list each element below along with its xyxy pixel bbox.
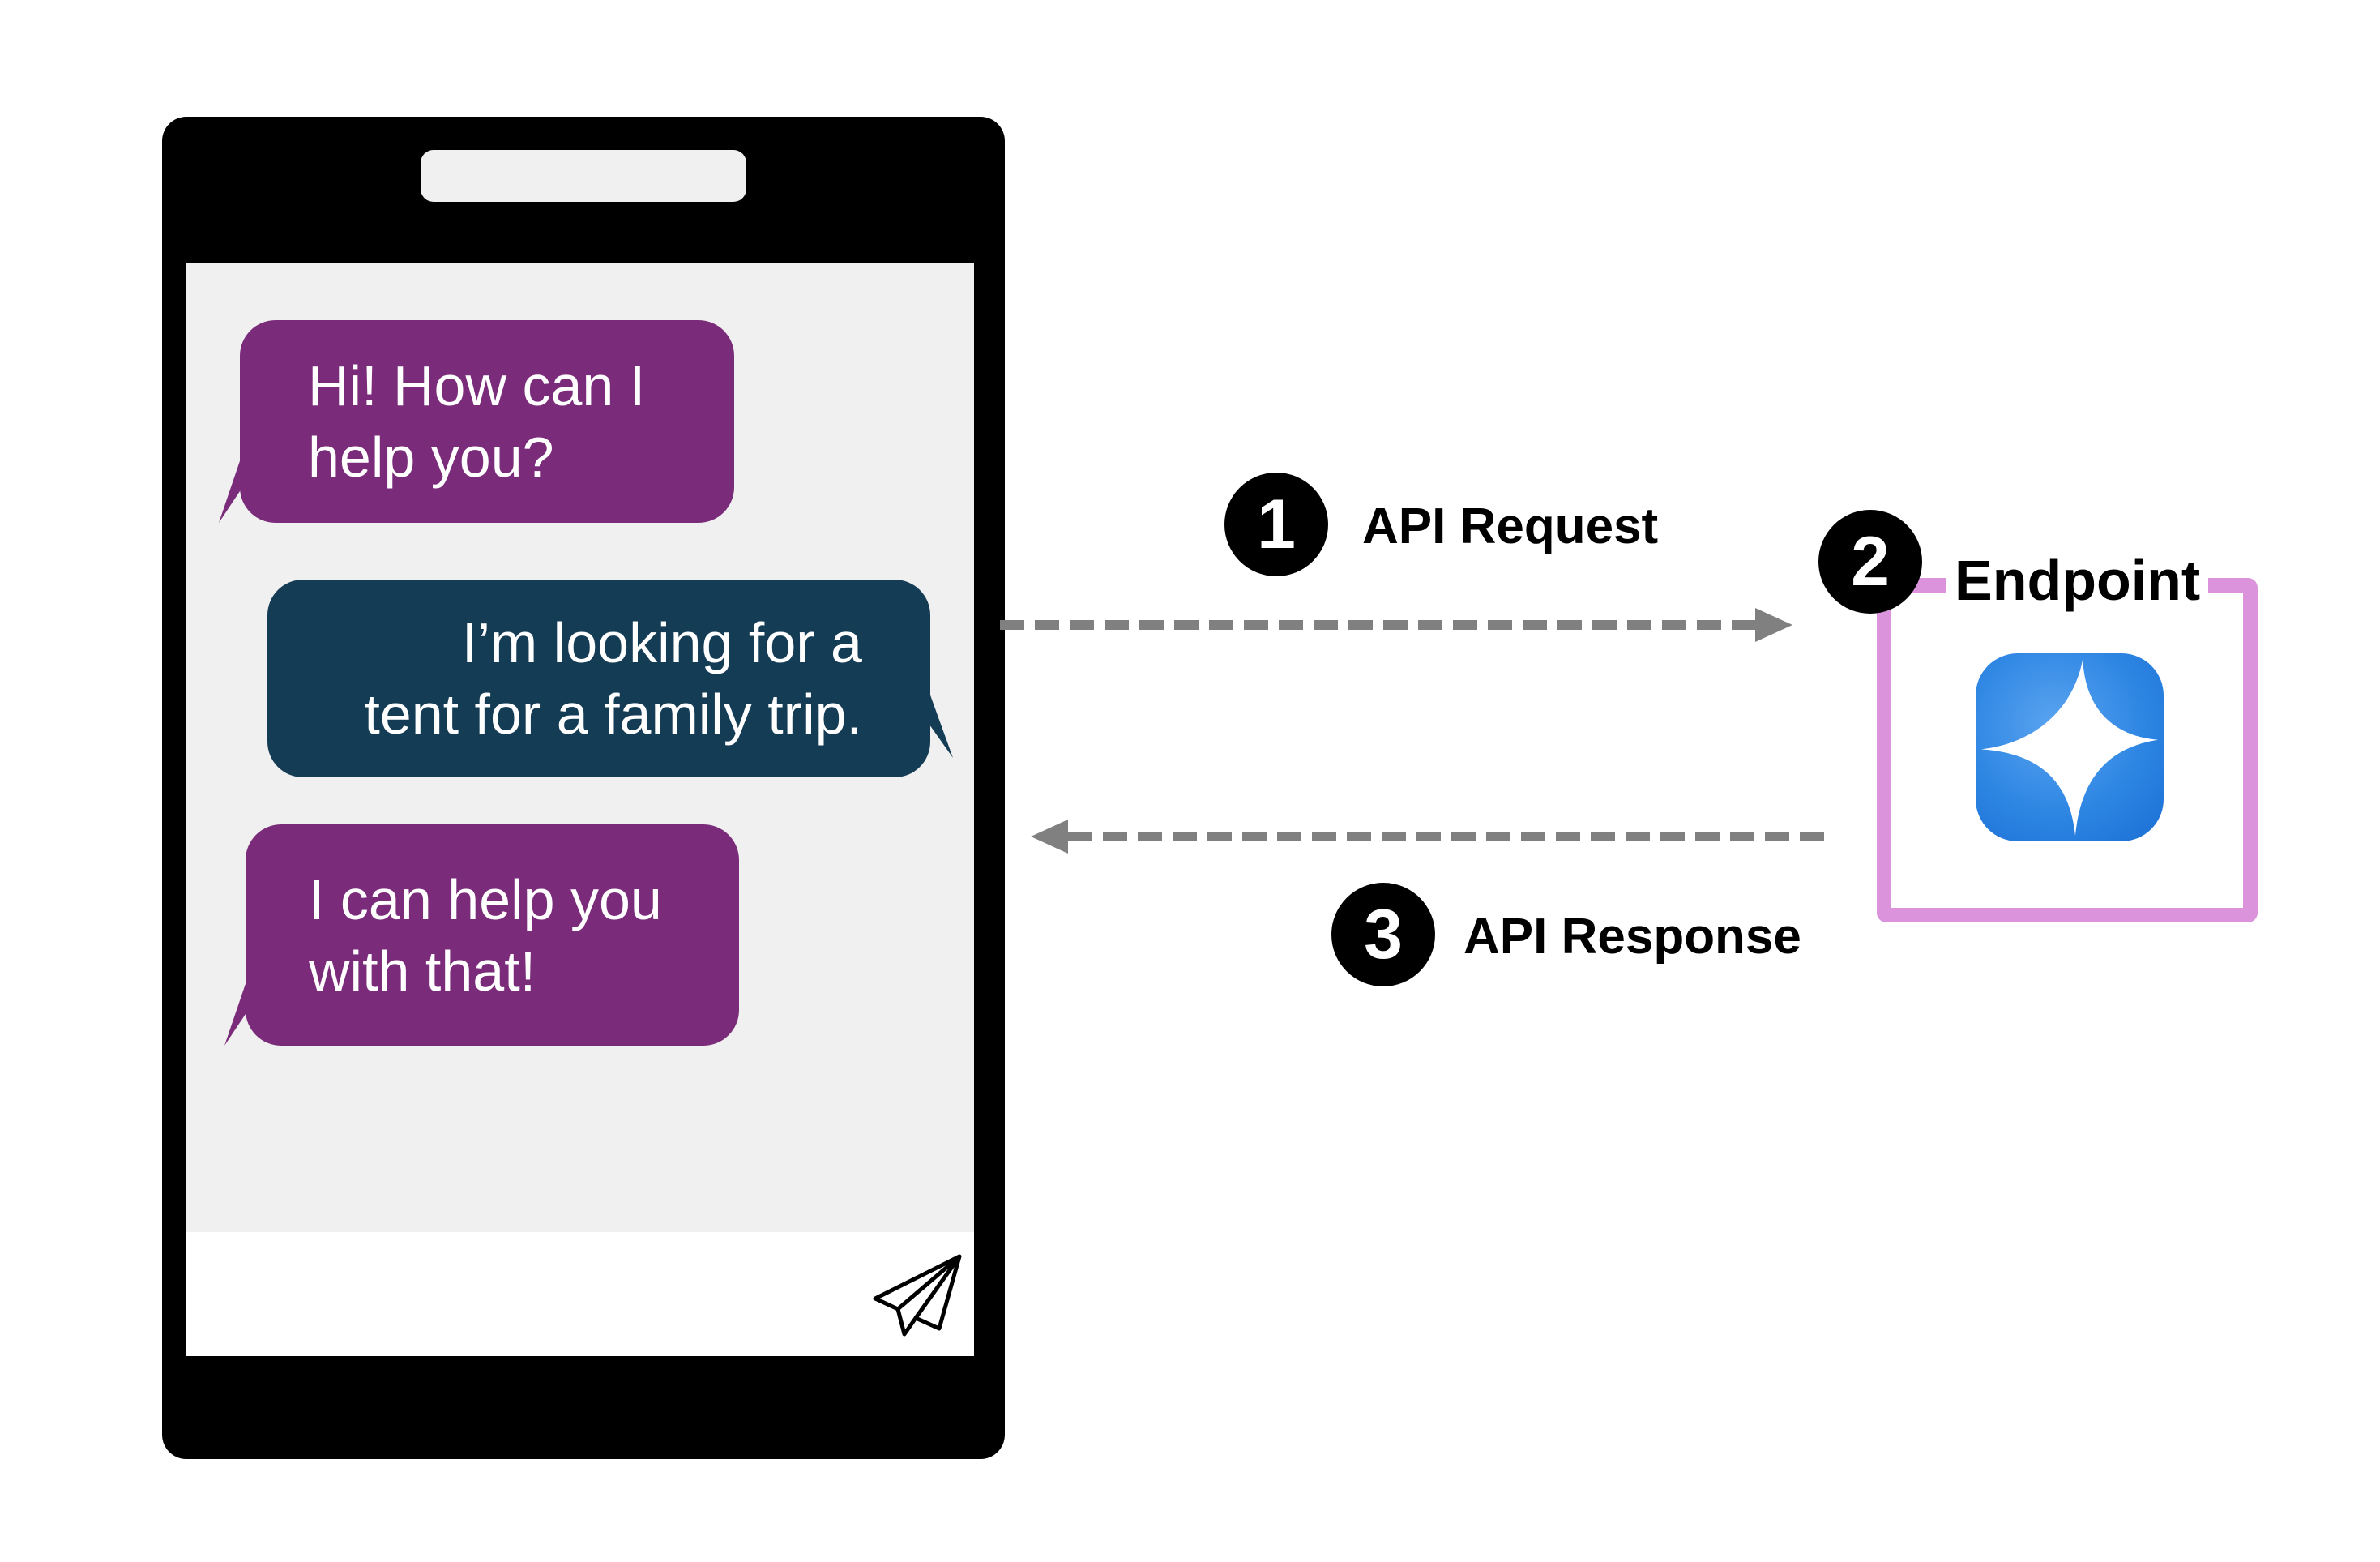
message-line: help you?: [308, 426, 554, 489]
api-response-arrow: [1068, 832, 1833, 841]
sparkle-icon: [1980, 658, 2159, 837]
arrowhead-left-icon: [1031, 820, 1068, 854]
paper-plane-icon: [873, 1254, 962, 1337]
message-line: I’m looking for a: [461, 611, 862, 674]
chat-bubble-assistant-1: Hi! How can I help you?: [219, 320, 734, 523]
chat-bubble-user: I’m looking for a tent for a family trip…: [267, 580, 953, 777]
bubble-tail: [219, 447, 245, 523]
step-1-badge: 1: [1224, 473, 1328, 576]
arrowhead-right-icon: [1755, 608, 1792, 642]
message-line: I can help you: [309, 868, 662, 931]
step-number: 2: [1851, 522, 1890, 601]
step-1-label: API Request: [1362, 499, 1659, 554]
chat-bubble-assistant-2: I can help you with that!: [224, 824, 739, 1046]
ai-endpoint-tile: [1976, 653, 2164, 841]
api-request-arrow: [1000, 620, 1755, 630]
message-line: tent for a family trip.: [364, 683, 862, 746]
endpoint-label: Endpoint: [1946, 548, 2209, 613]
message-input-bar: [186, 1232, 974, 1356]
message-line: Hi! How can I: [308, 354, 646, 417]
bubble-tail: [925, 682, 953, 758]
phone-speaker: [421, 150, 746, 202]
step-3-badge: 3: [1331, 883, 1435, 986]
bubble-tail: [224, 969, 250, 1046]
step-number: 1: [1257, 485, 1296, 563]
step-3-label: API Response: [1463, 909, 1801, 965]
step-number: 3: [1364, 895, 1403, 974]
message-line: with that!: [309, 939, 536, 1003]
step-2-badge: 2: [1818, 510, 1922, 614]
